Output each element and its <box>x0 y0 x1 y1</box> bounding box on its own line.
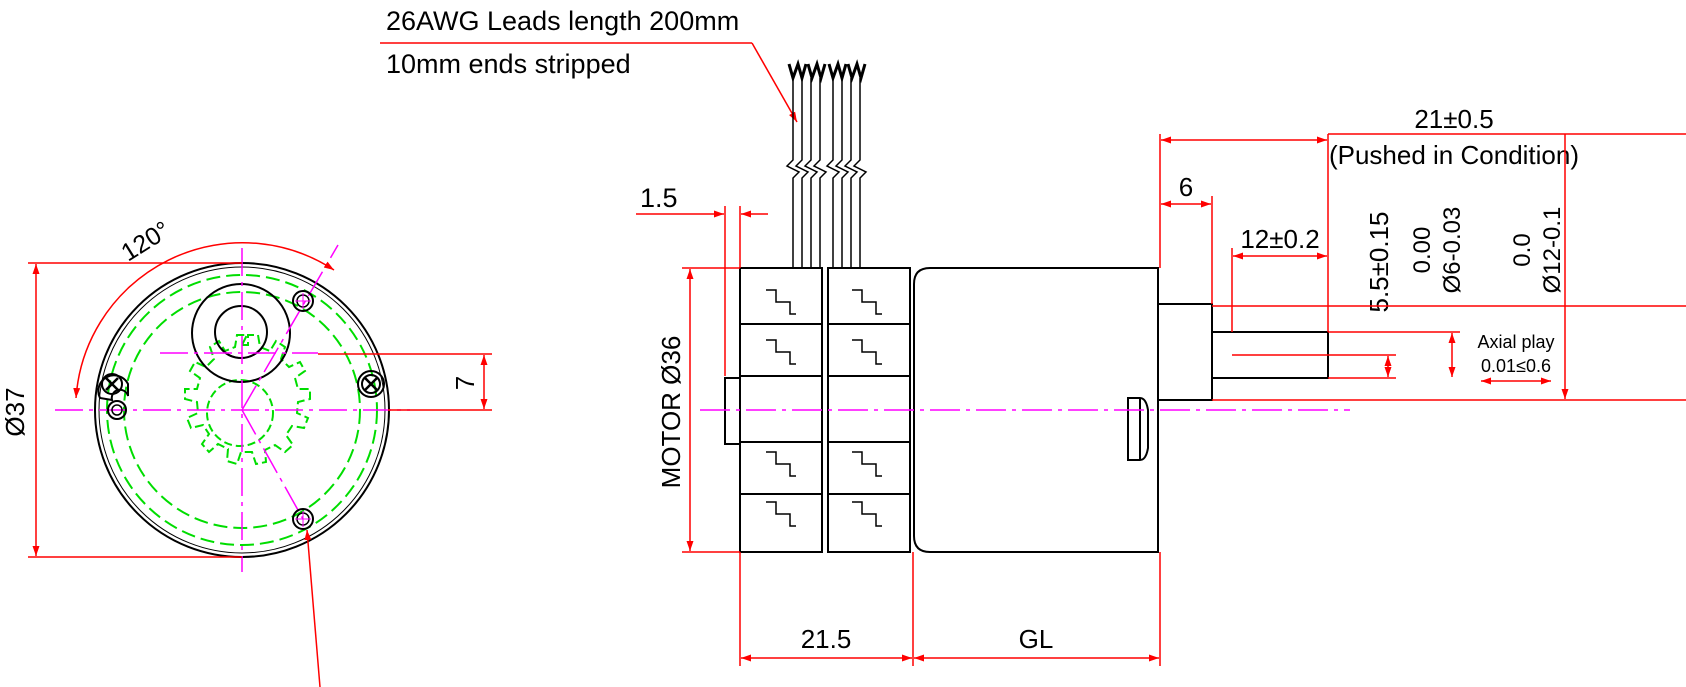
dim-d12-text: Ø12-0.1 <box>1539 207 1566 294</box>
dim-7-text: 7 <box>450 376 480 390</box>
dim-gl-text: GL <box>1019 624 1054 654</box>
front-view: 120° Ø37 7 <box>0 216 492 687</box>
axial-play-label: Axial play <box>1477 332 1554 352</box>
axial-play-value: 0.01≤0.6 <box>1481 356 1551 376</box>
front-screw-right <box>357 370 385 398</box>
dim-1p5-text: 1.5 <box>640 183 678 213</box>
leads-label-line2: 10mm ends stripped <box>386 49 631 79</box>
dim-d37-text: Ø37 <box>0 387 30 436</box>
dim-d6-tol: 0.00 <box>1409 227 1436 274</box>
dim-6-text: 6 <box>1179 172 1193 202</box>
dim-21p5-text: 21.5 <box>801 624 852 654</box>
dim-d6-text: Ø6-0.03 <box>1439 207 1466 294</box>
lead-wires <box>785 59 868 268</box>
leads-label: 26AWG Leads length 200mm 10mm ends strip… <box>380 6 798 123</box>
front-mount-hole-bottom <box>292 508 314 530</box>
dim-120-arc <box>73 242 335 399</box>
dim-21-note: (Pushed in Condition) <box>1329 140 1579 170</box>
front-boss-outer <box>191 283 291 383</box>
front-hole-leader <box>304 529 321 687</box>
dim-d12-tol: 0.0 <box>1509 233 1536 266</box>
dim-12-text: 12±0.2 <box>1240 224 1319 254</box>
dim-21-text: 21±0.5 <box>1414 104 1493 134</box>
front-centerline-diag2 <box>241 409 304 520</box>
leads-label-line1: 26AWG Leads length 200mm <box>386 6 739 36</box>
front-mount-hole-left <box>107 400 127 420</box>
dim-motor-text: MOTOR Ø36 <box>656 336 686 489</box>
leads-leader <box>751 42 798 123</box>
dim-5p5-text: 5.5±0.15 <box>1364 211 1394 312</box>
side-view: 1.5 MOTOR Ø36 21.5 GL 21±0.5 (Pushed in … <box>636 59 1686 666</box>
front-hidden-gear-small <box>206 379 274 447</box>
front-mount-hole-top <box>292 290 314 312</box>
dim-120-text: 120° <box>116 216 175 267</box>
